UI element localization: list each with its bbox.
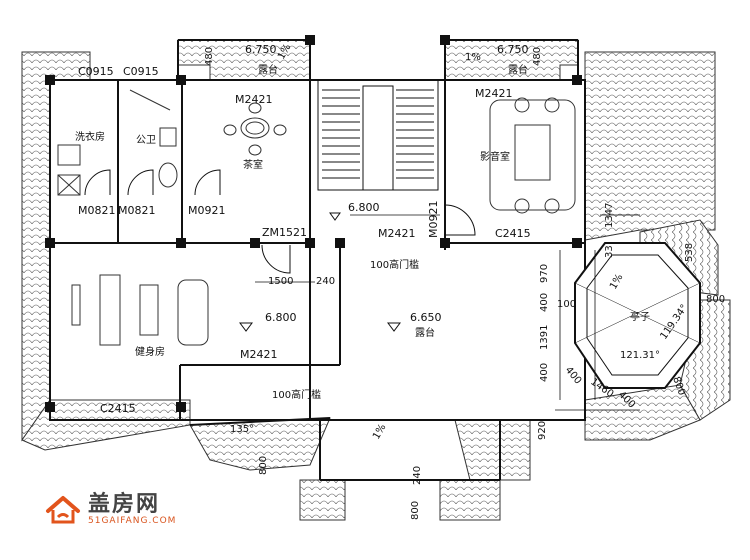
bathroom-label: 公卫 — [136, 135, 156, 146]
dim-100: 100 — [557, 299, 576, 310]
dim-800-bl: 800 — [258, 456, 269, 475]
columns — [45, 35, 582, 412]
door-zm1521: ZM1521 — [262, 226, 307, 239]
window-c2415-gym: C2415 — [100, 402, 136, 415]
sill-note-a: 100高门槛 — [370, 258, 419, 271]
door-m2421-cinema: M2421 — [475, 87, 513, 100]
level-stair-landing: 6.800 — [348, 201, 380, 214]
pavilion — [574, 242, 701, 389]
laundry-label: 洗衣房 — [75, 130, 105, 143]
level-top-left: 6.750 — [245, 43, 277, 56]
roof-tiles — [21, 39, 731, 521]
window-c2415-cinema: C2415 — [495, 227, 531, 240]
staircase — [317, 79, 439, 191]
door-m0921-tea: M0921 — [188, 204, 226, 217]
door-m0821-b: M0821 — [118, 204, 156, 217]
terrace-center-label: 露台 — [415, 326, 435, 339]
door-m2421-tea: M2421 — [235, 93, 273, 106]
dim-240-b: 240 — [412, 466, 423, 485]
cinema-furniture — [489, 97, 576, 214]
dim-400-c: 400 — [563, 365, 584, 387]
house-logo-icon — [46, 496, 80, 524]
gym-label: 健身房 — [135, 345, 165, 358]
level-marks: 6.750 6.750 6.800 6.800 6.650 — [239, 43, 529, 332]
bathroom-fixtures — [129, 89, 178, 188]
door-m0921-stair: M0921 — [427, 201, 440, 239]
angle-121: 121.31° — [620, 350, 660, 361]
tea-room-furniture — [223, 102, 287, 156]
dim-1500: 1500 — [268, 276, 293, 287]
dim-400-a: 400 — [539, 293, 550, 312]
window-c0915-b: C0915 — [123, 65, 159, 78]
door-m0821-a: M0821 — [78, 204, 116, 217]
dim-480-left: 480 — [204, 47, 215, 66]
dim-1391: 1391 — [539, 325, 550, 350]
dim-538: 538 — [684, 243, 695, 262]
dim-240-a: 240 — [316, 276, 335, 287]
slope-center: 1% — [371, 422, 388, 441]
dim-400-b: 400 — [539, 363, 550, 382]
window-c0915-a: C0915 — [78, 65, 114, 78]
slope-top-right: 1% — [465, 52, 481, 63]
dim-800-right: 800 — [706, 294, 725, 305]
door-m2421-hall: M2421 — [378, 227, 416, 240]
door-labels: M0821 M0821 M0921 M0921 M2421 M2421 M242… — [78, 87, 513, 361]
dim-480-right: 480 — [532, 47, 543, 66]
window-labels: C0915 C0915 C2415 C2415 — [78, 65, 531, 415]
dim-800-bottom: 800 — [410, 501, 421, 520]
gym-equipment — [71, 274, 209, 346]
pavilion-label: 亭子 — [630, 310, 650, 323]
door-swings — [84, 169, 476, 274]
laundry-fixtures — [57, 144, 81, 196]
logo-site: 51GAIFANG.COM — [88, 516, 177, 526]
walls — [49, 39, 586, 481]
dim-920: 920 — [537, 421, 548, 440]
sill-note-b: 100高门槛 — [272, 388, 321, 401]
dim-1347: 1347 — [604, 203, 615, 228]
dim-970: 970 — [539, 264, 550, 283]
door-m2421-gym: M2421 — [240, 348, 278, 361]
tea-room-label: 茶室 — [243, 158, 263, 171]
logo-title: 盖房网 — [88, 492, 161, 517]
cinema-label: 影音室 — [480, 150, 510, 163]
terrace-top-left-label: 露台 — [258, 63, 278, 76]
dim-33: 33 — [604, 245, 615, 258]
level-gym: 6.800 — [265, 311, 297, 324]
notes: 100高门槛 100高门槛 — [272, 258, 419, 401]
level-top-right: 6.750 — [497, 43, 529, 56]
dimension-lines — [255, 214, 640, 411]
level-terrace: 6.650 — [410, 311, 442, 324]
logo-text-block: 盖房网 51GAIFANG.COM — [88, 492, 177, 527]
angle-135: 135° — [230, 424, 254, 435]
site-logo: 盖房网 51GAIFANG.COM — [44, 494, 176, 526]
room-labels: 洗衣房 公卫 茶室 影音室 健身房 亭子 露台 露台 露台 — [75, 63, 650, 358]
terrace-top-right-label: 露台 — [508, 63, 528, 76]
